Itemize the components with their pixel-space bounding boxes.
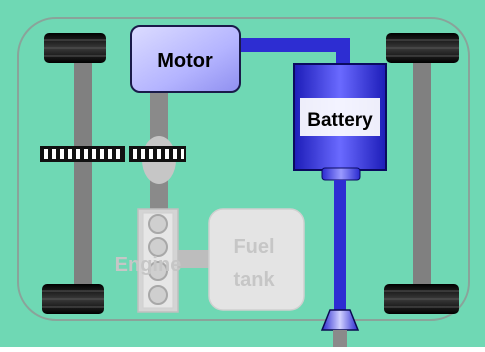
motor-label: Motor [157, 50, 213, 72]
fuel-tank: Fuel tank [208, 208, 305, 311]
battery-label: Battery [307, 110, 373, 131]
tire-front-right [386, 33, 459, 63]
engine-to-fuel-link [176, 250, 216, 268]
engine-cylinder [148, 237, 168, 257]
charge-line [334, 180, 346, 312]
engine-label: Engine [115, 254, 182, 276]
left-axle [74, 48, 92, 300]
charge-cable-stub [333, 330, 347, 347]
power-line-drop [336, 38, 350, 68]
tire-rear-right [384, 284, 459, 314]
engine-block: Engine [115, 208, 182, 313]
right-axle [413, 48, 431, 300]
fuel-tank-label-line1: Fuel [233, 236, 274, 258]
battery-box: Battery [293, 63, 387, 181]
battery-terminal [321, 167, 361, 181]
motor-box: Motor [130, 25, 241, 93]
battery-label-panel [300, 98, 380, 136]
tire-front-left [44, 33, 106, 63]
engine-cylinder [148, 214, 168, 234]
chassis-outline [17, 17, 470, 321]
charge-inlet [320, 309, 360, 331]
power-line-top [238, 38, 350, 52]
gear-left [40, 146, 125, 162]
tire-rear-left [42, 284, 104, 314]
engine-cylinder [148, 261, 168, 281]
engine-cylinder [148, 285, 168, 305]
fuel-tank-label-line2: tank [233, 269, 275, 291]
gear-right [129, 146, 186, 162]
